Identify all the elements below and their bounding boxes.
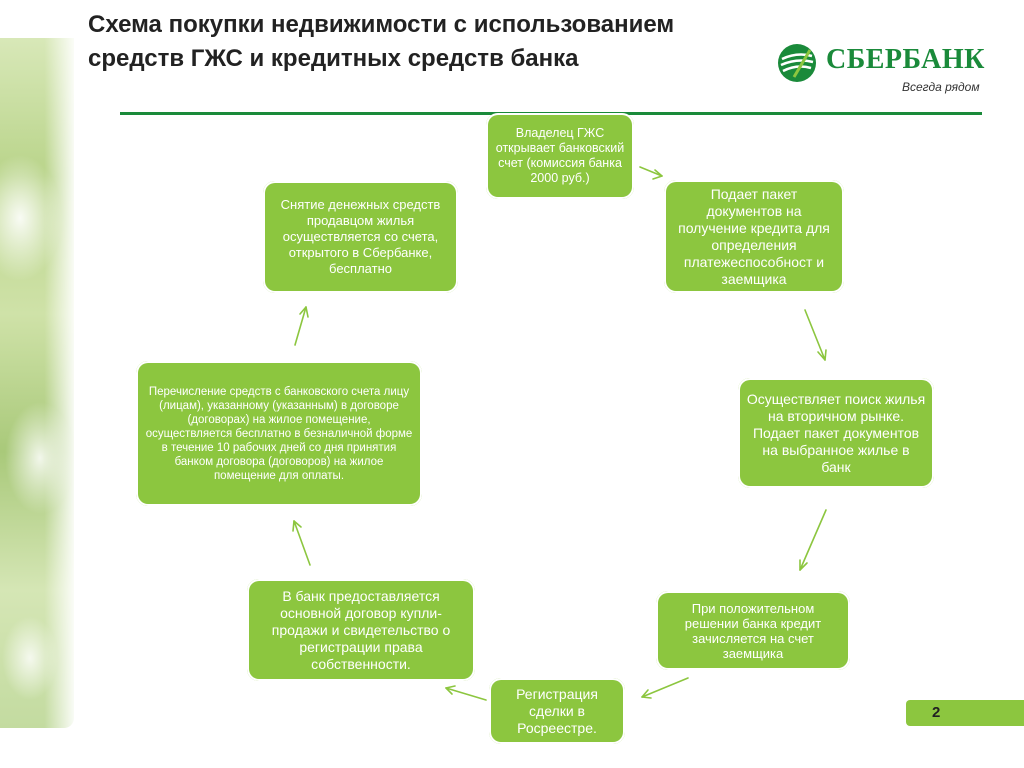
step-box-7: Перечисление средств с банковского счета… <box>136 361 422 506</box>
arrow-5-to-6 <box>445 685 487 701</box>
page-number: 2 <box>932 704 941 721</box>
sberbank-logo-icon <box>778 44 816 82</box>
page-number-badge: 2 <box>906 700 1024 726</box>
arrow-1-to-2 <box>639 166 663 180</box>
arrow-6-to-7 <box>292 520 311 566</box>
arrow-2-to-3 <box>804 309 827 361</box>
decorative-bokeh-strip <box>0 38 74 728</box>
step-box-2: Подает пакет документов на получение кре… <box>664 180 844 293</box>
logo-name: СБЕРБАНК <box>826 44 985 75</box>
logo-slogan: Всегда рядом <box>902 80 980 94</box>
step-box-4: При положительном решении банка кредит з… <box>656 591 850 670</box>
step-box-6: В банк предоставляется основной договор … <box>247 579 475 681</box>
step-box-1: Владелец ГЖС открывает банковский счет (… <box>486 113 634 199</box>
slide-title: Схема покупки недвижимости с использован… <box>88 11 675 72</box>
arrow-3-to-4 <box>799 509 827 571</box>
step-box-3: Осуществляет поиск жилья на вторичном ры… <box>738 378 934 488</box>
sberbank-logo: СБЕРБАНК Всегда рядом <box>776 42 986 98</box>
arrow-4-to-5 <box>641 677 689 699</box>
arrow-7-to-8 <box>294 306 309 346</box>
step-box-8: Снятие денежных средств продавцом жилья … <box>263 181 458 293</box>
step-box-5: Регистрация сделки в Росреестре. <box>489 678 625 744</box>
